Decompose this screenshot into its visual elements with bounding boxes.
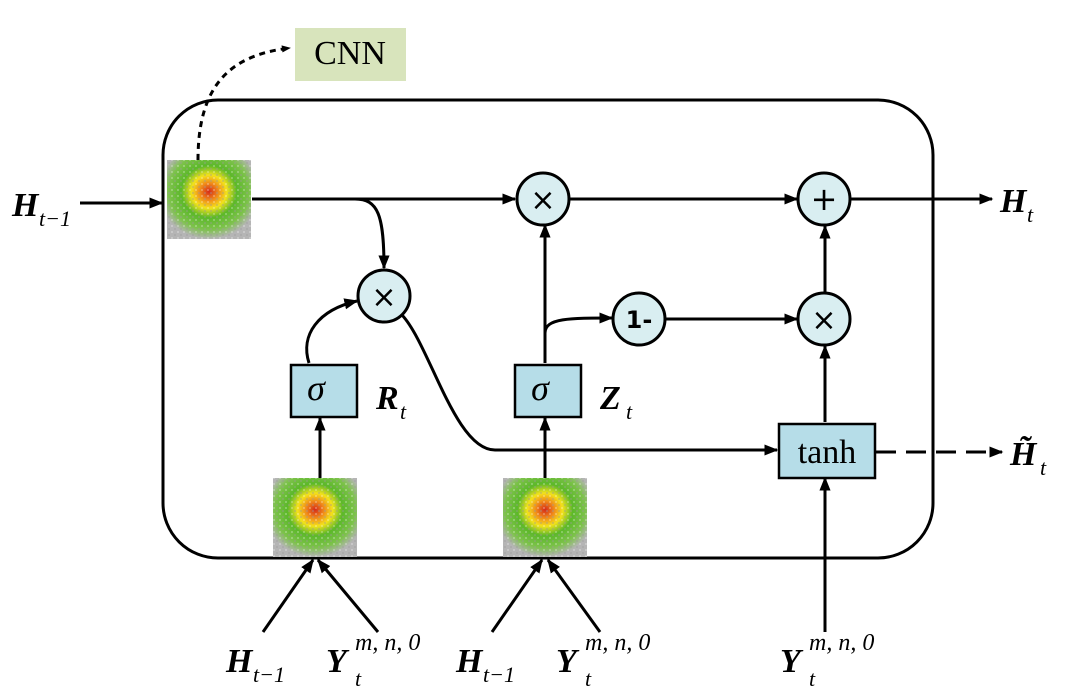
multiply-node-reset: × [356,268,412,324]
svg-text:Y: Y [326,643,350,680]
svg-text:m, n, 0: m, n, 0 [809,630,874,656]
svg-text:t: t [585,666,592,691]
svg-text:t−1: t−1 [483,662,515,687]
heatmap-image-update [503,478,587,557]
svg-text:×: × [811,303,836,338]
tanh-box: tanh [777,422,877,480]
svg-text:R: R [375,380,399,417]
svg-text:t−1: t−1 [39,206,71,231]
y-label-bottom3: Y m, n, 0 t [780,630,874,691]
y-label-bottom1: Y m, n, 0 t [326,630,420,691]
svg-text:×: × [371,280,396,315]
h-prev-label-left: H t−1 [11,187,71,231]
svg-text:H̃: H̃ [1009,436,1038,473]
z-to-one-minus [543,312,614,334]
h-prev-bottom1-arrow [261,558,315,633]
heatmap-image-reset [273,478,357,557]
svg-text:H: H [11,187,40,224]
svg-text:m, n, 0: m, n, 0 [585,630,650,656]
cnn-box [295,28,406,81]
svg-text:+: + [811,180,838,218]
cnn-dashed-arrow [196,45,291,161]
update-gate-label: Z t [599,380,633,424]
svg-text:1-: 1- [626,306,653,334]
h-out-label: H t [999,183,1034,227]
h-prev-label-bottom2: H t−1 [455,643,515,687]
svg-text:Y: Y [556,643,580,680]
y-bottom1-arrow [316,558,380,633]
plus-node: + [796,171,852,227]
one-minus-node: 1- [611,291,667,347]
sigma-box-update: σ [513,363,583,419]
sigma-box-reset: σ [289,363,359,419]
svg-text:t: t [626,399,633,424]
h-prev-label-bottom1: H t−1 [225,643,285,687]
reset-gate-label: R t [375,380,407,424]
y-label-bottom2: Y m, n, 0 t [556,630,650,691]
h-prev-bottom2-arrow [490,558,544,633]
svg-text:×: × [530,183,555,218]
svg-text:H: H [455,643,484,680]
reset-multiply-to-tanh [400,313,779,456]
svg-text:t: t [1027,202,1034,227]
svg-text:Z: Z [599,380,621,417]
cnn-label: CNN [314,35,386,72]
svg-text:Y: Y [780,643,804,680]
svg-text:σ: σ [531,368,550,408]
svg-text:σ: σ [307,368,326,408]
curve-to-reset-multiply [354,197,390,270]
heatmap-image-top [167,160,251,239]
svg-text:t: t [355,666,362,691]
svg-text:H: H [999,183,1028,220]
svg-text:m, n, 0: m, n, 0 [355,630,420,656]
cell-boundary [161,98,935,560]
y-bottom2-arrow [546,558,602,633]
svg-text:H: H [225,643,254,680]
svg-text:t−1: t−1 [253,662,285,687]
svg-text:t: t [400,399,407,424]
multiply-node-top: × [515,171,571,227]
svg-text:tanh: tanh [798,434,857,471]
h-tilde-label: H̃ t [1009,436,1047,480]
svg-text:t: t [1040,455,1047,480]
svg-text:t: t [809,666,816,691]
multiply-node-right: × [796,291,852,347]
sigma-r-to-multiply [305,298,359,364]
